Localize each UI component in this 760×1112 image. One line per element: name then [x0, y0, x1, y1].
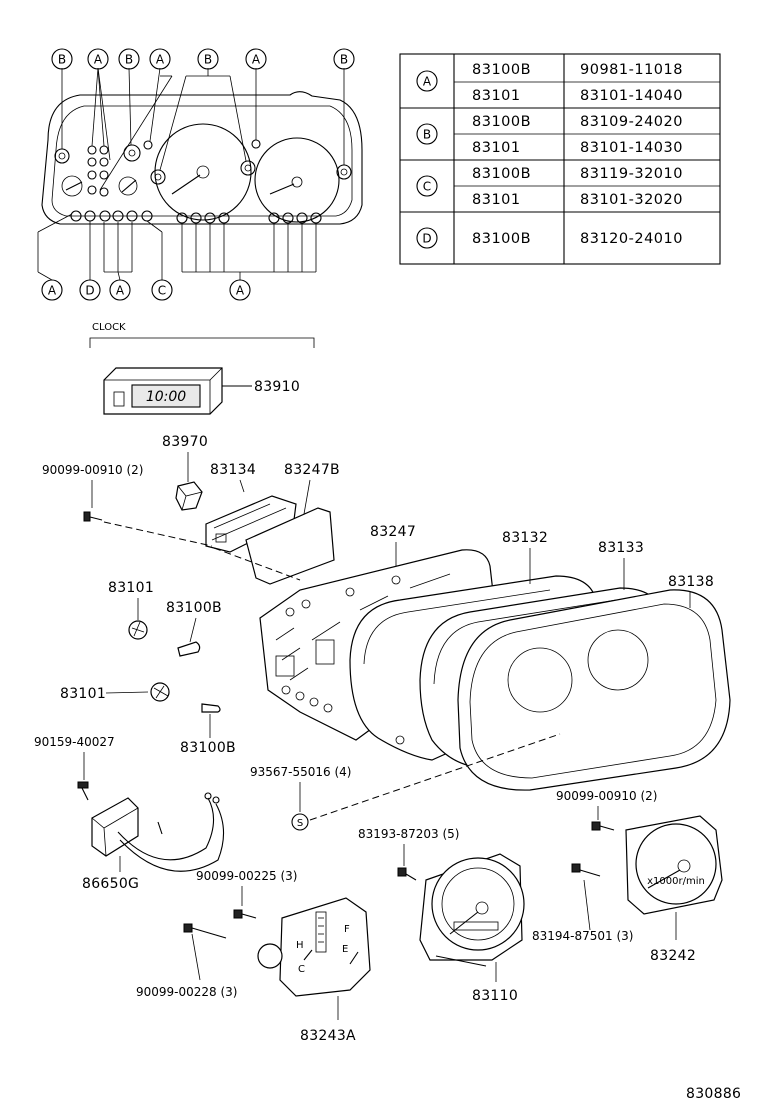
bulb-83100B-b: 83100B [180, 703, 236, 756]
label-83247B: 83247B [284, 462, 340, 478]
label-83194-87501: 83194-87501 (3) [532, 929, 634, 943]
label-90099-00225: 90099-00225 (3) [196, 869, 298, 883]
fuel-e-label: E [342, 944, 348, 955]
socket-83101-b: 83101 [60, 682, 170, 702]
callout-top-3: B [125, 53, 133, 67]
table-a-2-part: 83101 [472, 88, 521, 104]
tachometer-83242: x1000r/min 83242 [625, 815, 723, 964]
label-90099-00228: 90099-00228 (3) [136, 985, 238, 999]
label-90099-00910-right: 90099-00910 (2) [556, 789, 658, 803]
label-93567-55016: 93567-55016 (4) [250, 765, 352, 779]
callout-bottom-4: C [158, 284, 166, 298]
label-83133: 83133 [598, 540, 644, 556]
table-a-1-part: 83100B [472, 62, 531, 78]
label-83247: 83247 [370, 524, 416, 540]
callout-top-6: A [252, 53, 261, 67]
legend-table: A 83100B 90981-11018 83101 83101-14040 B… [399, 53, 721, 265]
label-83970: 83970 [162, 434, 208, 450]
table-b-1-part: 83100B [472, 114, 531, 130]
overview-callouts-bottom: A D A C A [37, 271, 251, 301]
speedometer-83110: 83110 [419, 853, 525, 1004]
screw-83193-87203: 83193-87203 (5) [358, 827, 460, 881]
callout-bottom-3: A [116, 284, 125, 298]
callout-top-2: A [94, 53, 103, 67]
diagram-id: 830886 [686, 1086, 741, 1102]
callout-top-7: B [340, 53, 348, 67]
screw-90099-00228: 90099-00228 (3) [136, 923, 238, 999]
label-90099-00910-left: 90099-00910 (2) [42, 463, 144, 477]
tach-unit: x1000r/min [647, 876, 705, 887]
table-c-2-number: 83101-32020 [580, 192, 683, 208]
table-b-2-number: 83101-14030 [580, 140, 683, 156]
label-83100B-a: 83100B [166, 600, 222, 616]
label-90159-40027: 90159-40027 [34, 735, 115, 749]
clock-display: 10:00 [146, 389, 186, 405]
temp-h-label: H [296, 940, 304, 951]
table-key-c: C [423, 180, 431, 194]
callout-bottom-1: A [48, 284, 57, 298]
table-c-1-part: 83100B [472, 166, 531, 182]
table-key-a: A [423, 75, 432, 89]
cluster-overview [37, 67, 363, 280]
table-d-1-number: 83120-24010 [580, 231, 683, 247]
table-c-1-number: 83119-32010 [580, 166, 683, 182]
connector-83970: 83970 [162, 434, 208, 511]
table-key-b: B [423, 128, 431, 142]
screw-90099-00910-right: 90099-00910 (2) [556, 789, 658, 831]
clock-part: 10:00 [103, 367, 223, 415]
bulb-83100B-a: 83100B [166, 600, 222, 657]
table-a-1-number: 90981-11018 [580, 62, 683, 78]
label-83243A: 83243A [300, 1028, 356, 1044]
callout-bottom-5: A [236, 284, 245, 298]
screw-90159-40027: 90159-40027 [34, 735, 115, 801]
label-86650G: 86650G [82, 876, 139, 892]
label-83242: 83242 [650, 948, 696, 964]
temp-c-label: C [298, 964, 305, 975]
clock-section: CLOCK 10:00 83910 [89, 322, 315, 415]
callout-bottom-2: D [85, 284, 94, 298]
label-83132: 83132 [502, 530, 548, 546]
table-b-1-number: 83109-24020 [580, 114, 683, 130]
table-key-d: D [422, 232, 431, 246]
callout-top-4: A [156, 53, 165, 67]
screw-90099-00910-left: 90099-00910 (2) [42, 463, 301, 581]
fuel-f-label: F [344, 924, 350, 935]
label-83138: 83138 [668, 574, 714, 590]
clock-heading: CLOCK [92, 322, 126, 333]
table-a-2-number: 83101-14040 [580, 88, 683, 104]
socket-83101-a: 83101 [108, 580, 154, 640]
fuel-temp-gauge-83243A: H C F E 83243A [257, 897, 371, 1044]
table-b-2-part: 83101 [472, 140, 521, 156]
plate-83247B: 83247B [245, 462, 340, 585]
table-d-1-part: 83100B [472, 231, 531, 247]
screw-90099-00225: 90099-00225 (3) [196, 869, 298, 919]
table-c-2-part: 83101 [472, 192, 521, 208]
overview-callouts-top: B A B A B A B [51, 48, 355, 70]
screw-symbol: S [297, 818, 303, 829]
callout-top-1: B [58, 53, 66, 67]
callout-top-5: B [204, 53, 212, 67]
label-83100B-b: 83100B [180, 740, 236, 756]
label-83193-87203: 83193-87203 (5) [358, 827, 460, 841]
lens-83138: 83138 [457, 574, 731, 791]
screw-83194-87501: 83194-87501 (3) [532, 863, 634, 943]
socket-group [54, 139, 352, 224]
label-83134: 83134 [210, 462, 256, 478]
label-83101-a: 83101 [108, 580, 154, 596]
label-83910: 83910 [254, 379, 300, 395]
harness-86650G: 86650G [82, 792, 225, 892]
label-83110: 83110 [472, 988, 518, 1004]
screw-93567-55016: 93567-55016 (4) S [250, 733, 561, 831]
label-83101-b: 83101 [60, 686, 106, 702]
